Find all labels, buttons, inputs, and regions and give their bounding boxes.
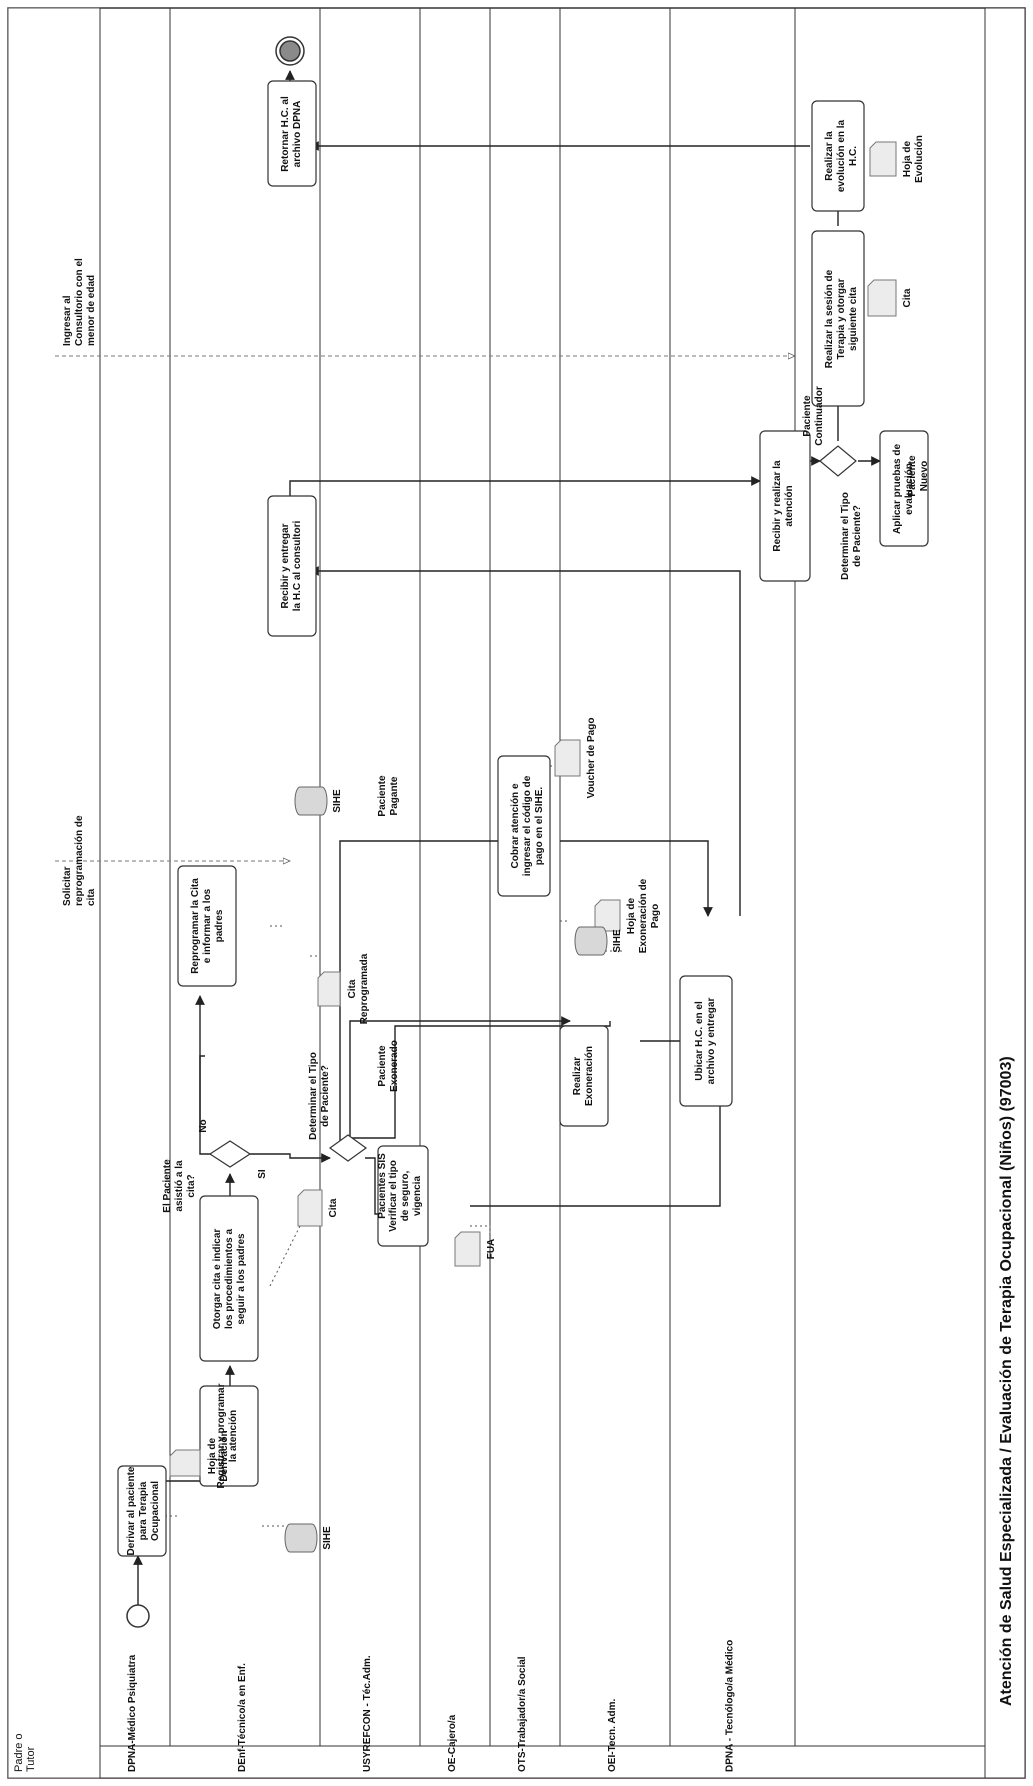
lane-4 <box>419 7 491 1747</box>
artifact-cita-2 <box>867 279 897 317</box>
task-pruebas-label: Aplicar pruebas deevaluación <box>892 444 915 534</box>
task-recibir-atencion <box>759 430 811 582</box>
lane-label: OTS-Trabajador/a Social <box>517 1656 528 1772</box>
flow-label-exonerado: PacienteExonerado <box>377 1040 400 1092</box>
artifact-hoja-evolucion-label: Hoja deEvolución <box>902 135 925 183</box>
task-evolucion-label: Realizar laevolución en laH.C. <box>824 119 859 192</box>
gateway-tipo-paciente-2 <box>819 445 857 477</box>
flow-label-continuador: PacienteContinuador <box>802 386 825 446</box>
flow-cobrar-ubicar <box>560 840 713 917</box>
datastore-sihe-3 <box>574 926 608 956</box>
gateway-asistio-label: El Pacienteasistió a lacita? <box>162 1159 197 1213</box>
flow-label-no: No <box>198 1119 209 1132</box>
flow-ubicar-recibir <box>309 566 741 916</box>
lane-6 <box>559 7 671 1747</box>
flow-tipo-exonerar2 <box>349 1016 571 1136</box>
task-recibir-entregar <box>267 495 317 637</box>
gateway-tipo-2-label: Determinar el Tipode Paciente? <box>840 492 863 580</box>
artifact-fua-label: FUA <box>486 1239 497 1260</box>
task-registrar <box>199 1385 259 1487</box>
task-verificar <box>377 1145 429 1247</box>
artifact-cita-1-label: Cita <box>328 1198 339 1217</box>
flow-label-sis: Pacientes SIS <box>377 1153 388 1219</box>
datastore-sihe-1 <box>284 1523 318 1553</box>
task-exoneracion <box>559 1025 609 1127</box>
lane-label: OE-Cajero/a <box>447 1714 458 1772</box>
task-recibir-entregar-label: Recibir y entregarla H.C al consultori <box>280 520 303 611</box>
lane-label-column <box>99 1745 986 1779</box>
task-recibir-atencion-label: Recibir y realizar laatención <box>772 460 795 552</box>
artifact-cita-reprogramada-label: CitaReprogramada <box>347 953 370 1024</box>
artifact-cita-1 <box>297 1189 323 1227</box>
lane-3 <box>319 7 421 1747</box>
artifact-voucher-label: Voucher de Pago <box>586 718 597 799</box>
task-reprogramar <box>177 865 237 987</box>
task-registrar-label: Registrar y programarla atención <box>216 1383 239 1488</box>
pool-title-band <box>984 7 1026 1779</box>
artifact-sihe-3-label: SIHE <box>612 929 623 953</box>
flow-label-nuevo: PacienteNuevo <box>907 455 930 497</box>
flow-tipo-exonerar <box>348 1021 611 1139</box>
lane-label: OEI-Tecn. Adm. <box>607 1698 618 1772</box>
task-pruebas <box>879 430 929 547</box>
lane-7 <box>669 7 796 1747</box>
message-ingresar-label: Ingresar alConsultorio con elmenor de ed… <box>62 258 97 346</box>
artifact-hoja-exoneracion <box>594 899 621 932</box>
artifact-cita-reprogramada <box>317 971 341 1007</box>
message-solicitar-label: Solicitarreprogramación decita <box>62 815 97 906</box>
task-derivar <box>117 1465 167 1557</box>
task-exoneracion-label: RealizarExoneración <box>572 1046 595 1106</box>
task-retornar <box>267 80 317 187</box>
task-reprogramar-label: Reprogramar la Citae informar a lospadre… <box>190 878 225 974</box>
task-verificar-label: Verificar el tipode seguro,vigencia <box>388 1160 423 1232</box>
flow-label-si: SI <box>257 1169 268 1179</box>
assoc-otorgar-cita <box>269 1225 301 1287</box>
flow-label-pagante: PacientePagante <box>377 775 400 817</box>
artifact-sihe-1-label: SIHE <box>322 1526 333 1550</box>
artifact-hoja-derivacion <box>169 1449 201 1477</box>
artifact-voucher <box>554 739 581 777</box>
task-ubicar <box>679 975 733 1107</box>
end-event-fill <box>279 40 301 62</box>
lane-label: DEnf-Técnico/a en Enf. <box>237 1663 248 1772</box>
artifact-sihe-2-label: SIHE <box>332 789 343 813</box>
artifact-hoja-evolucion <box>869 141 897 177</box>
artifact-fua <box>454 1231 481 1267</box>
flow-gateway-tipo <box>250 1153 331 1163</box>
flow-gateway-reprogramar <box>199 1055 212 1155</box>
gateway-asistio <box>208 1140 252 1168</box>
task-otorgar <box>199 1195 259 1362</box>
external-participant-label: Padre o Tutor <box>13 1730 37 1772</box>
task-cobrar-label: Cobrar atención eingresar el código depa… <box>510 775 545 876</box>
gateway-tipo-paciente-1 <box>328 1134 368 1162</box>
task-otorgar-label: Otorgar cita e indicarlos procedimientos… <box>212 1229 247 1330</box>
lane-label: DPNA - Tecnólogo/a Médico <box>725 1640 736 1772</box>
artifact-hoja-exoneracion-label: Hoja deExoneración dePago <box>626 878 661 953</box>
artifact-cita-2-label: Cita <box>902 288 913 307</box>
task-evolucion <box>811 100 865 212</box>
task-ubicar-label: Ubicar H.C. en elarchivo y entregar <box>694 998 717 1085</box>
artifact-hoja-derivacion-label: Hoja deDerivación <box>207 1430 230 1481</box>
task-sesion <box>811 230 865 407</box>
gateway-tipo-1-label: Determinar el Tipode Paciente? <box>308 1052 331 1140</box>
lane-label: DPNA-Médico Psiquiatra <box>127 1654 138 1772</box>
task-retornar-label: Retornar H.C. alarchivo DPNA <box>280 96 303 172</box>
start-event <box>126 1604 150 1628</box>
task-derivar-label: Derivar al pacientepara TerapiaOcupacion… <box>126 1466 161 1555</box>
flow-recibir-atencion <box>289 476 761 496</box>
assoc-verificar-fua <box>470 1225 491 1234</box>
pool-title: Atención de Salud Especializada / Evalua… <box>998 1056 1015 1706</box>
datastore-sihe-2 <box>294 786 328 816</box>
task-cobrar <box>497 755 551 897</box>
task-sesion-label: Realizar la sesión deTerapia y otorgarsi… <box>824 269 859 368</box>
lane-label: USYREFCON - Téc.Adm. <box>362 1655 373 1772</box>
